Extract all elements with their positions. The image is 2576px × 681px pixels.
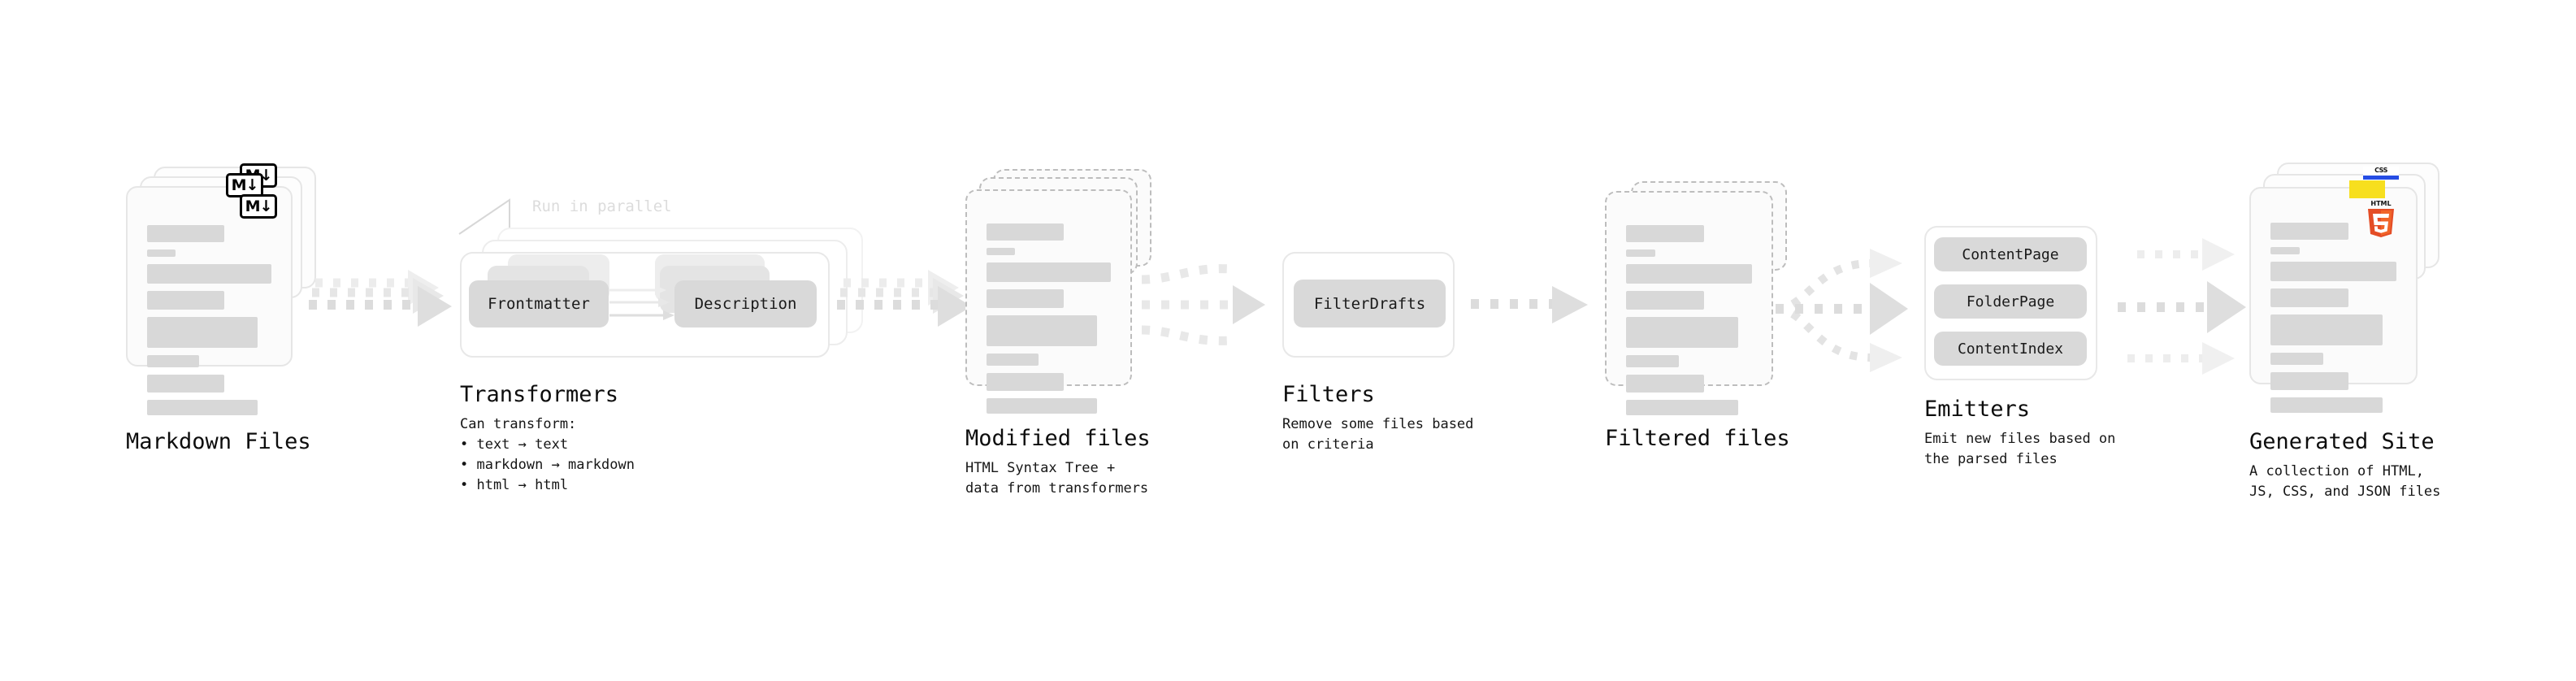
filters-subtitle: Remove some files based on criteria [1282, 416, 1474, 453]
markdown-files-title: Markdown Files [126, 429, 311, 454]
arrow-emitters-to-site [2118, 238, 2246, 375]
js-badge [2349, 180, 2385, 198]
run-in-parallel-leader-line [458, 198, 510, 235]
transformer-chip-frontmatter[interactable]: Frontmatter [469, 280, 609, 327]
css3-badge-bar [2363, 176, 2399, 180]
modified-file-content [987, 223, 1111, 421]
filter-chip-filterdrafts[interactable]: FilterDrafts [1294, 280, 1446, 327]
filtered-files-title: Filtered files [1605, 426, 1790, 451]
filtered-file-card-front [1605, 191, 1773, 415]
css3-badge-label: CSS [2374, 167, 2387, 174]
modified-file-card-front [965, 189, 1132, 414]
emitters-subtitle: Emit new files based on the parsed files [1924, 431, 2116, 467]
transformer-chip-description[interactable]: Description [674, 280, 817, 327]
emitter-chip-folderpage[interactable]: FolderPage [1934, 284, 2087, 319]
modified-files-title: Modified files [965, 426, 1151, 451]
arrow-filters-to-filtered [1471, 286, 1588, 323]
transformers-inner-arrows [609, 285, 674, 320]
filters-title: Filters [1282, 382, 1375, 407]
markdown-file-card-front [126, 186, 293, 415]
arrow-markdown-to-transformers [309, 270, 452, 327]
svg-text:HTML: HTML [2370, 200, 2391, 207]
transformers-title: Transformers [460, 382, 619, 407]
modified-files-subtitle: HTML Syntax Tree + data from transformer… [965, 460, 1149, 497]
transformers-subtitle: Can transform: • text → text • markdown … [460, 416, 635, 493]
arrow-modified-to-filters [1141, 264, 1265, 345]
emitter-chip-contentpage[interactable]: ContentPage [1934, 237, 2087, 271]
emitter-chip-contentindex[interactable]: ContentIndex [1934, 332, 2087, 366]
markdown-badge-front: M↓ [240, 194, 277, 219]
css3-badge: CSS [2363, 167, 2399, 180]
generated-site-subtitle: A collection of HTML, JS, CSS, and JSON … [2249, 463, 2441, 500]
generated-site-title: Generated Site [2249, 429, 2435, 454]
markdown-file-content [147, 225, 271, 423]
generated-file-content [2270, 223, 2396, 420]
emitters-title: Emitters [1924, 397, 2031, 422]
run-in-parallel-note: Run in parallel [532, 197, 672, 215]
arrow-transformers-to-modified [837, 270, 972, 327]
html5-badge: HTML [2363, 198, 2399, 239]
filtered-file-content [1626, 225, 1752, 423]
arrow-filtered-to-emitters [1775, 249, 1908, 372]
